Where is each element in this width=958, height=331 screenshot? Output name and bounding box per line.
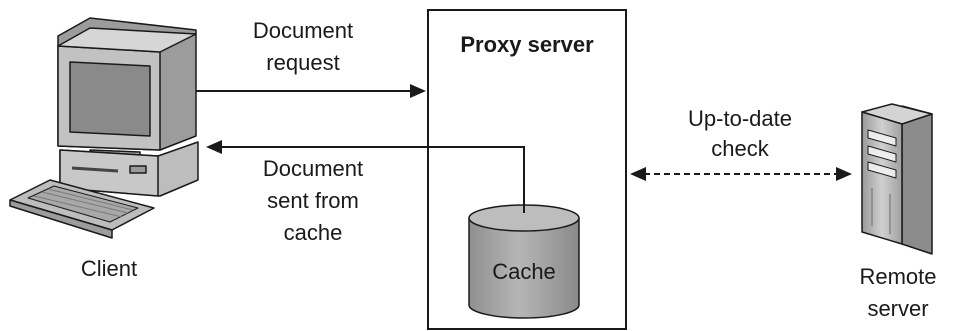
remote-server-icon [861, 103, 933, 255]
request-label-line2: request [266, 50, 340, 75]
sent-label-line2: sent from [267, 188, 359, 213]
cache-response-arrow [206, 140, 525, 213]
cache-icon [468, 204, 580, 319]
remote-server-label-line1: Remote [859, 264, 937, 289]
cache-label: Cache [492, 259, 556, 284]
remote-server-label-line2: server [867, 296, 929, 321]
proxy-server-title: Proxy server [460, 32, 594, 57]
uptodate-check-arrow [630, 167, 852, 181]
request-arrow [196, 84, 426, 98]
uptodate-label-line2: check [711, 136, 769, 161]
uptodate-label-line1: Up-to-date [688, 106, 792, 131]
sent-label-line3: cache [283, 220, 343, 245]
client-label: Client [80, 256, 138, 281]
request-label-line1: Document [252, 18, 354, 43]
client-computer-icon [9, 17, 199, 239]
sent-label-line1: Document [262, 156, 364, 181]
